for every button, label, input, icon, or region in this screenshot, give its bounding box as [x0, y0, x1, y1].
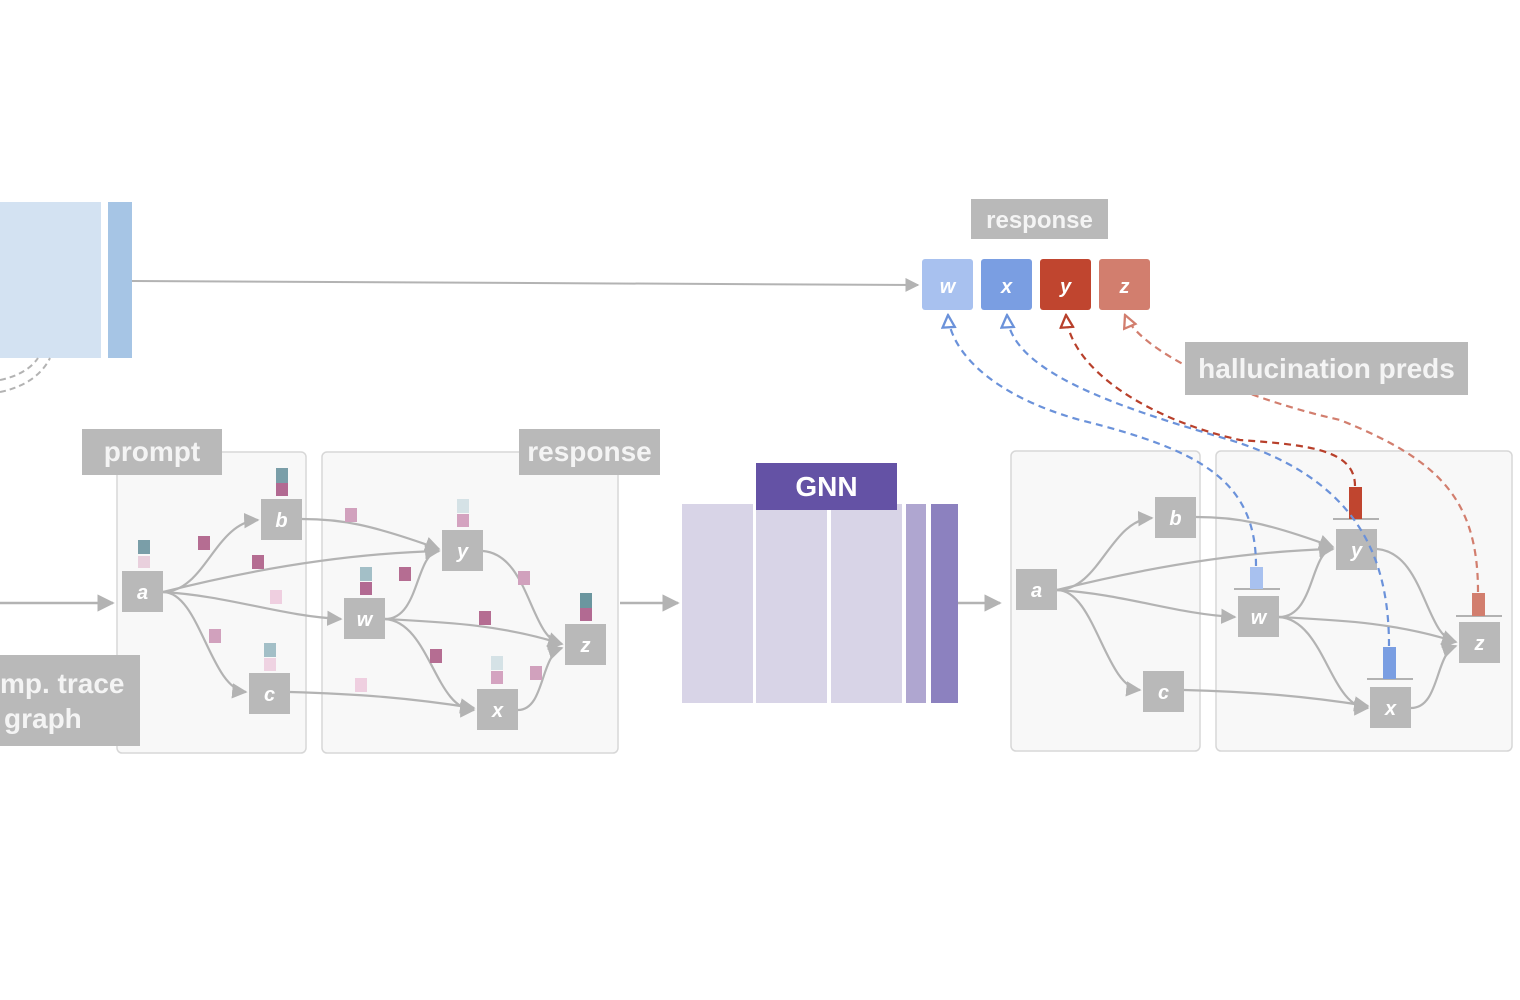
response-label-graph: response	[519, 429, 660, 475]
gnn-block: GNN	[682, 463, 958, 703]
svg-text:x: x	[1384, 698, 1397, 720]
prediction-arrows	[948, 315, 1480, 647]
svg-text:x: x	[1000, 276, 1013, 298]
token-y: y	[1040, 259, 1091, 310]
svg-text:w: w	[357, 609, 374, 631]
svg-text:x: x	[491, 700, 504, 722]
token-w: w	[922, 259, 973, 310]
token-z: z	[1099, 259, 1150, 310]
response-label-top: response	[971, 199, 1108, 239]
llm-embedding-block	[0, 202, 132, 393]
svg-text:a: a	[1031, 580, 1042, 602]
node-a-left: a	[122, 571, 163, 612]
node-b-left: b	[261, 499, 302, 540]
hallucination-bars	[1234, 487, 1502, 680]
svg-text:hallucination preds: hallucination preds	[1198, 353, 1455, 384]
left-graph-edges	[162, 512, 564, 718]
svg-text:z: z	[580, 635, 591, 657]
node-b-right: b	[1155, 497, 1196, 538]
hallucination-preds-label: hallucination preds	[1185, 342, 1468, 395]
svg-text:graph: graph	[4, 703, 82, 734]
node-c-left: c	[249, 673, 290, 714]
svg-text:z: z	[1119, 276, 1130, 298]
svg-text:GNN: GNN	[795, 471, 857, 502]
node-y-left: y	[442, 530, 483, 571]
right-graph-edges	[1056, 510, 1458, 716]
svg-text:b: b	[1169, 508, 1181, 530]
node-w-right: w	[1238, 596, 1279, 637]
response-tokens: w x y z	[922, 259, 1150, 310]
svg-text:y: y	[1059, 276, 1072, 298]
token-x: x	[981, 259, 1032, 310]
node-z-left: z	[565, 624, 606, 665]
node-c-right: c	[1143, 671, 1184, 712]
node-w-left: w	[344, 598, 385, 639]
trace-graph-label: mp. trace graph	[0, 655, 140, 746]
prompt-label: prompt	[82, 429, 222, 475]
node-x-right: x	[1370, 687, 1411, 728]
svg-text:c: c	[1158, 682, 1169, 704]
svg-text:w: w	[940, 276, 957, 298]
svg-text:c: c	[264, 684, 275, 706]
svg-text:z: z	[1474, 633, 1485, 655]
left-graph-attribution-squares	[138, 468, 592, 692]
svg-text:y: y	[456, 541, 469, 563]
svg-text:b: b	[275, 510, 287, 532]
node-x-left: x	[477, 689, 518, 730]
svg-text:response: response	[527, 436, 652, 467]
svg-text:prompt: prompt	[104, 436, 200, 467]
left-graph-nodes: a b c w y x z	[122, 499, 606, 730]
right-graph-nodes: a b c w y x z	[1016, 497, 1500, 728]
svg-text:mp. trace: mp. trace	[0, 668, 125, 699]
svg-text:a: a	[137, 582, 148, 604]
node-a-right: a	[1016, 569, 1057, 610]
svg-text:w: w	[1251, 607, 1268, 629]
embedding-to-response-arrow	[131, 277, 920, 292]
svg-text:response: response	[986, 207, 1093, 234]
node-z-right: z	[1459, 622, 1500, 663]
svg-text:y: y	[1350, 540, 1363, 562]
